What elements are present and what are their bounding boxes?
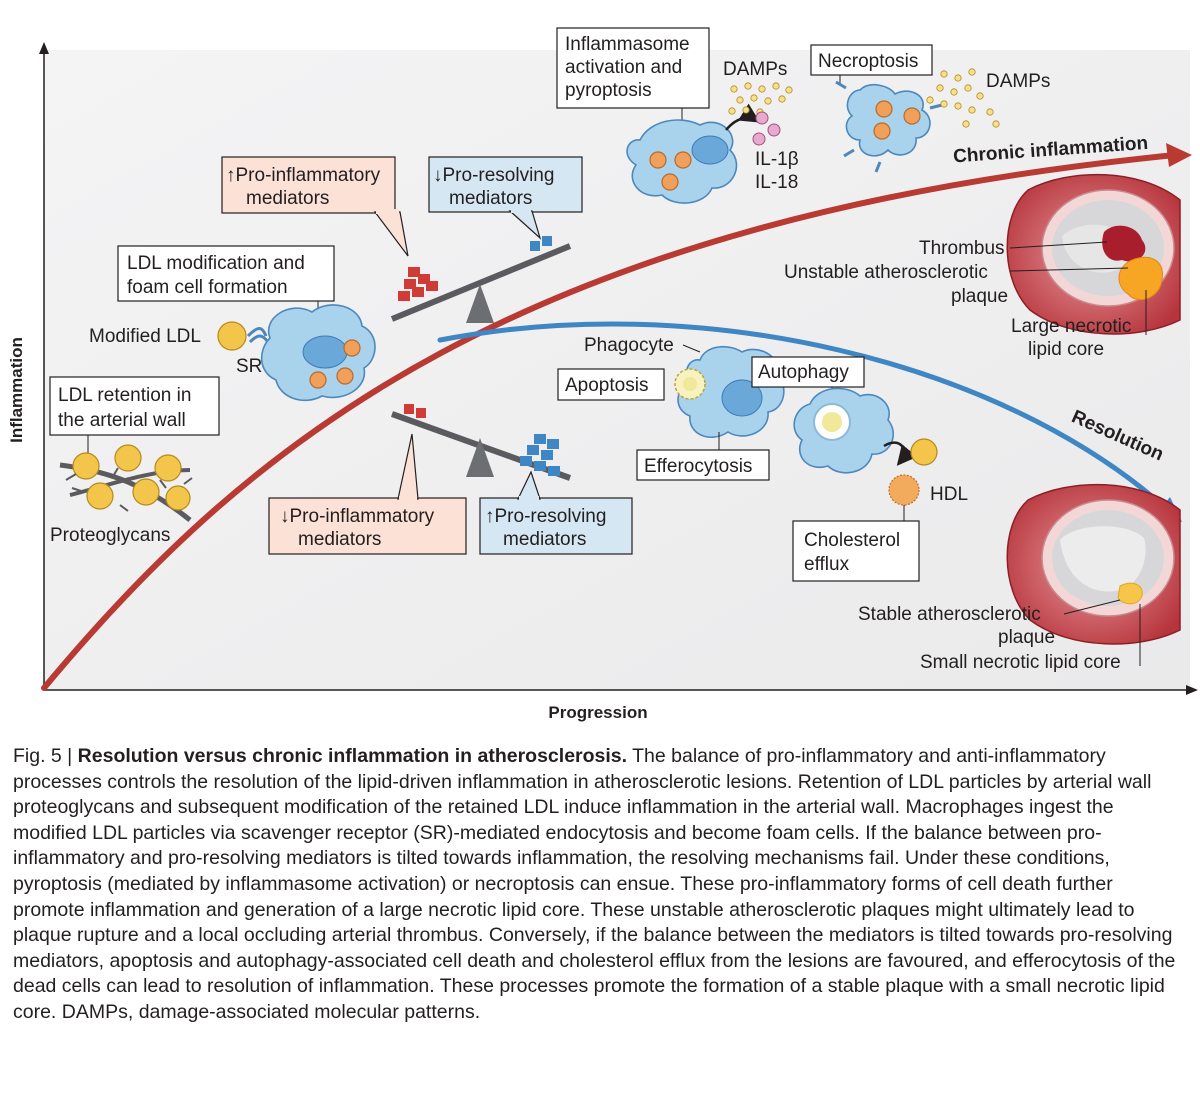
balance-pro-resolving: ↓Pro-inflammatory mediators ↑Pro-resolvi… — [268, 404, 633, 555]
large-core-line2: lipid core — [1028, 339, 1104, 360]
inflammasome-line3: pyroptosis — [565, 80, 652, 101]
unstable-plaque-line1: Unstable atherosclerotic — [784, 262, 988, 283]
ldl-retention-line1: LDL retention in — [58, 385, 191, 406]
phagocyte-label: Phagocyte — [584, 335, 674, 356]
pro-inflammatory-down-box — [268, 497, 467, 555]
autophagy-group: Autophagy HDL Cholesterol efflux — [751, 356, 968, 582]
pro-resolving-down-line2: mediators — [449, 188, 532, 209]
pyroptosis-group: Inflammasome activation and pyroptosis D… — [556, 27, 799, 204]
pro-resolving-down-line1: ↓Pro-resolving — [433, 165, 554, 186]
axes: Inflammation Progression — [7, 42, 1198, 722]
hdl-particle — [888, 474, 920, 506]
proteoglycans-label: Proteoglycans — [50, 525, 170, 546]
necroptotic-cell — [845, 83, 931, 157]
necroptosis-box — [810, 44, 933, 76]
apoptosis-label: Apoptosis — [565, 375, 648, 396]
caption-label: Fig. 5 | — [13, 745, 78, 767]
modified-ldl-label: Modified LDL — [89, 326, 201, 347]
unstable-plaque-line2: plaque — [951, 286, 1008, 307]
caption-body: The balance of pro-inflammatory and anti… — [13, 745, 1176, 1023]
figure-caption: Fig. 5 | Resolution versus chronic infla… — [13, 744, 1185, 1026]
y-axis-title: Inflammation — [7, 337, 26, 443]
stable-plaque-line1: Stable atherosclerotic — [858, 604, 1041, 625]
small-core-label: Small necrotic lipid core — [920, 652, 1121, 673]
ldl-modification-box — [117, 245, 335, 302]
modified-ldl-particle — [217, 321, 247, 351]
figure-diagram: Inflammation Progression Chronic inflamm… — [7, 27, 1198, 722]
stable-artery: Stable atherosclerotic plaque Small necr… — [858, 483, 1181, 673]
inflammasome-box — [556, 27, 710, 109]
pro-resolving-up-line2: mediators — [503, 529, 586, 550]
il1b-label: IL-1β — [755, 149, 799, 170]
necroptosis-group: Necroptosis DAMPs — [810, 44, 1050, 173]
pro-resolving-up-box — [479, 497, 633, 555]
pro-inflammatory-up-line1: ↑Pro-inflammatory — [226, 165, 381, 186]
efferocytosis-box — [636, 449, 770, 481]
pro-resolving-down-box — [428, 156, 583, 213]
pro-resolving-up-line1: ↑Pro-resolving — [485, 506, 606, 527]
pro-inflammatory-down-line1: ↓Pro-inflammatory — [280, 506, 435, 527]
ldl-modification-line1: LDL modification and — [127, 253, 305, 274]
inflammasome-line2: activation and — [565, 57, 682, 78]
efferocytosis-label: Efferocytosis — [644, 456, 752, 477]
necroptosis-label: Necroptosis — [818, 51, 918, 72]
damps-label-1: DAMPs — [723, 59, 787, 80]
autophagy-box — [751, 356, 865, 388]
apoptosis-box — [557, 368, 665, 401]
ldl-retention-group: LDL retention in the arterial wall Prote… — [49, 376, 220, 546]
efferocytosis-group: Phagocyte Apoptosis Efferocytosis — [557, 335, 785, 481]
thrombus-label: Thrombus — [919, 238, 1005, 259]
inflammasome-line1: Inflammasome — [565, 34, 690, 55]
damps-particles-1 — [728, 82, 793, 116]
damps-particles-2 — [926, 68, 1000, 128]
damps-label-2: DAMPs — [986, 71, 1050, 92]
stable-plaque-line2: plaque — [998, 627, 1055, 648]
large-core-line1: Large necrotic — [1011, 316, 1131, 337]
x-axis-title: Progression — [548, 703, 647, 722]
cholesterol-efflux-line2: efflux — [804, 554, 850, 575]
pro-inflammatory-down-line2: mediators — [298, 529, 381, 550]
pro-inflammatory-up-box — [221, 156, 396, 214]
il18-label: IL-18 — [755, 172, 798, 193]
ldl-modification-line2: foam cell formation — [127, 277, 288, 298]
autophagy-label: Autophagy — [758, 362, 849, 383]
necrotic-core-small — [1117, 582, 1143, 605]
ldl-retention-box — [49, 376, 220, 436]
sr-label: SR — [236, 356, 262, 377]
unstable-artery: Thrombus Unstable atherosclerotic plaque… — [784, 173, 1181, 360]
pro-inflammatory-up-line2: mediators — [246, 188, 329, 209]
thrombus-shape — [1102, 225, 1146, 262]
caption-title: Resolution versus chronic inflammation i… — [77, 745, 628, 767]
cholesterol-efflux-line1: Cholesterol — [804, 530, 900, 551]
balance-pro-inflammatory: ↑Pro-inflammatory mediators ↓Pro-resolvi… — [221, 156, 583, 323]
hdl-label: HDL — [930, 484, 968, 505]
cholesterol-efflux-box — [792, 520, 920, 582]
proteoglycan-network — [59, 444, 193, 522]
ldl-retention-line2: the arterial wall — [58, 410, 186, 431]
foam-cell-group: LDL modification and foam cell formation… — [89, 245, 376, 402]
necrotic-core-large — [1118, 257, 1163, 301]
